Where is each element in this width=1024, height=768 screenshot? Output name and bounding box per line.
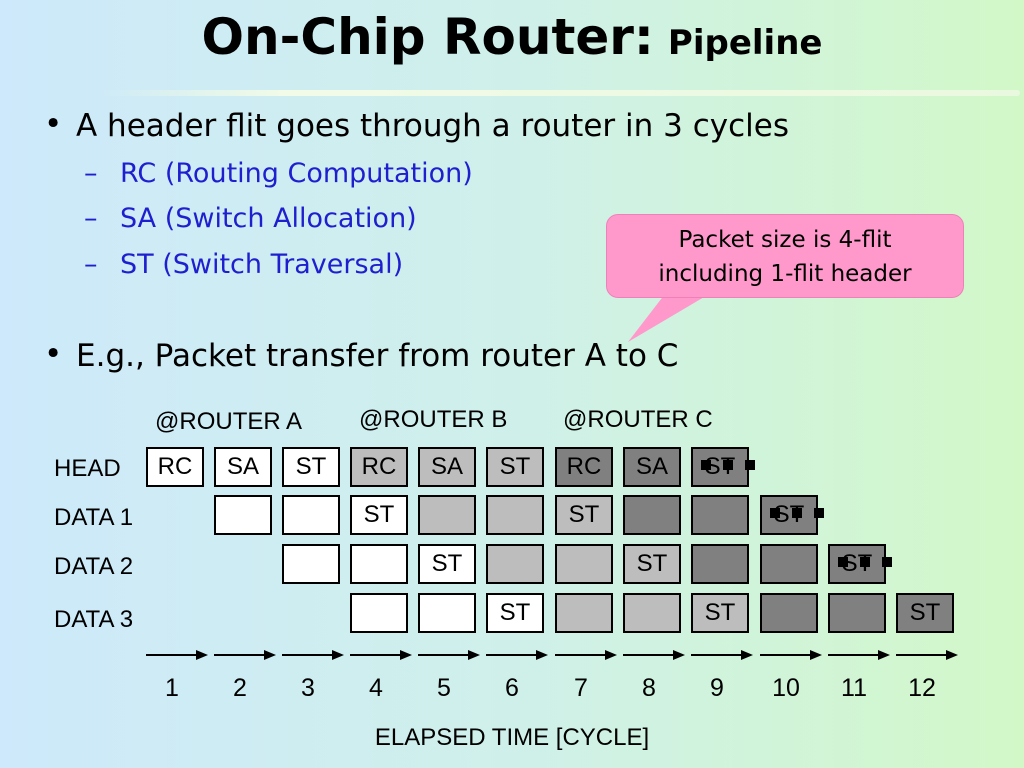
dash-marker: – <box>84 249 98 280</box>
row-label-data-1: DATA 1 <box>54 504 134 531</box>
pipeline-cell: SA <box>623 447 681 487</box>
bullet-dot: • <box>44 106 63 142</box>
pipeline-cell: ST <box>691 593 749 633</box>
pipeline-cell: SA <box>214 447 272 487</box>
slide-title: On-Chip Router: Pipeline <box>0 8 1024 66</box>
pipeline-cell: ST <box>282 447 340 487</box>
cycle-tick-label: 2 <box>233 674 247 702</box>
sub-bullet-rc: – RC (Routing Computation) <box>84 158 473 189</box>
pipeline-cell <box>760 593 818 633</box>
cycle-tick-label: 6 <box>505 674 519 702</box>
pipeline-cell <box>760 544 818 584</box>
cycle-tick-label: 3 <box>301 674 315 702</box>
cycle-tick-label: 8 <box>642 674 656 702</box>
callout-packet-size: Packet size is 4-flit including 1-flit h… <box>606 214 964 298</box>
time-arrow-head <box>605 650 617 660</box>
pipeline-cell: ST <box>418 544 476 584</box>
callout-pointer <box>628 290 716 342</box>
bullet-header-flit: • A header flit goes through a router in… <box>44 106 789 144</box>
pipeline-cell <box>418 593 476 633</box>
pipeline-cell <box>691 544 749 584</box>
cycle-tick-label: 5 <box>437 674 451 702</box>
bullet-text: A header flit goes through a router in 3… <box>76 108 789 144</box>
time-arrow-head <box>810 650 822 660</box>
cycle-tick-label: 10 <box>772 674 800 702</box>
time-arrow-head <box>741 650 753 660</box>
pipeline-cell <box>350 544 408 584</box>
continuation-ellipsis <box>838 557 892 567</box>
pipeline-cell <box>214 495 272 535</box>
pipeline-cell <box>486 544 544 584</box>
title-main: On-Chip Router: <box>201 8 654 66</box>
pipeline-cell <box>691 495 749 535</box>
pipeline-cell: RC <box>146 447 204 487</box>
pipeline-cell: SA <box>418 447 476 487</box>
continuation-ellipsis <box>770 508 824 518</box>
cycle-tick-label: 12 <box>908 674 936 702</box>
sub-bullet-sa: – SA (Switch Allocation) <box>84 203 417 234</box>
time-arrow-head <box>946 650 958 660</box>
bullet-text: E.g., Packet transfer from router A to C <box>76 338 679 374</box>
axis-label-elapsed-time: ELAPSED TIME [CYCLE] <box>374 724 650 751</box>
pipeline-cell: ST <box>486 593 544 633</box>
time-arrow-head <box>536 650 548 660</box>
time-arrow-head <box>332 650 344 660</box>
time-arrow-head <box>673 650 685 660</box>
cycle-tick-label: 4 <box>369 674 383 702</box>
pipeline-cell: ST <box>760 495 818 535</box>
pipeline-cell <box>555 593 613 633</box>
sub-bullet-text: RC (Routing Computation) <box>120 158 473 189</box>
pipeline-cell: ST <box>486 447 544 487</box>
pipeline-cell <box>623 495 681 535</box>
row-label-data-2: DATA 2 <box>54 553 134 580</box>
time-arrow-head <box>264 650 276 660</box>
cycle-tick-label: 7 <box>574 674 588 702</box>
time-arrow-head <box>400 650 412 660</box>
pipeline-cell: ST <box>555 495 613 535</box>
sub-bullet-text: ST (Switch Traversal) <box>120 249 404 280</box>
pipeline-cell: ST <box>623 544 681 584</box>
time-arrow-head <box>196 650 208 660</box>
pipeline-cell <box>623 593 681 633</box>
pipeline-cell <box>282 495 340 535</box>
bullet-example: • E.g., Packet transfer from router A to… <box>44 336 679 374</box>
pipeline-cell: RC <box>555 447 613 487</box>
pipeline-cell <box>828 593 886 633</box>
pipeline-cell: RC <box>350 447 408 487</box>
cycle-tick-label: 11 <box>841 674 867 702</box>
router-label-b: @ROUTER B <box>359 406 508 433</box>
router-label-a: @ROUTER A <box>155 408 303 435</box>
title-divider <box>100 90 1020 96</box>
bullet-dot: • <box>44 336 63 372</box>
continuation-ellipsis <box>701 460 755 470</box>
pipeline-cell <box>350 593 408 633</box>
pipeline-cell: ST <box>350 495 408 535</box>
row-label-head: HEAD <box>54 455 121 482</box>
sub-bullet-text: SA (Switch Allocation) <box>120 203 417 234</box>
pipeline-cell <box>418 495 476 535</box>
pipeline-cell <box>282 544 340 584</box>
callout-line-2: including 1-flit header <box>658 261 912 287</box>
pipeline-cell <box>555 544 613 584</box>
pipeline-cell: ST <box>896 593 954 633</box>
pipeline-cell: ST <box>691 447 749 487</box>
dash-marker: – <box>84 158 98 189</box>
row-label-data-3: DATA 3 <box>54 606 134 633</box>
dash-marker: – <box>84 203 98 234</box>
sub-bullet-st: – ST (Switch Traversal) <box>84 249 404 280</box>
cycle-tick-label: 9 <box>710 674 724 702</box>
pipeline-cell <box>486 495 544 535</box>
router-label-c: @ROUTER C <box>563 406 713 433</box>
cycle-tick-label: 1 <box>165 674 179 702</box>
time-arrow-head <box>468 650 480 660</box>
time-arrow-head <box>878 650 890 660</box>
callout-line-1: Packet size is 4-flit <box>678 227 892 253</box>
title-subtitle: Pipeline <box>667 23 823 63</box>
